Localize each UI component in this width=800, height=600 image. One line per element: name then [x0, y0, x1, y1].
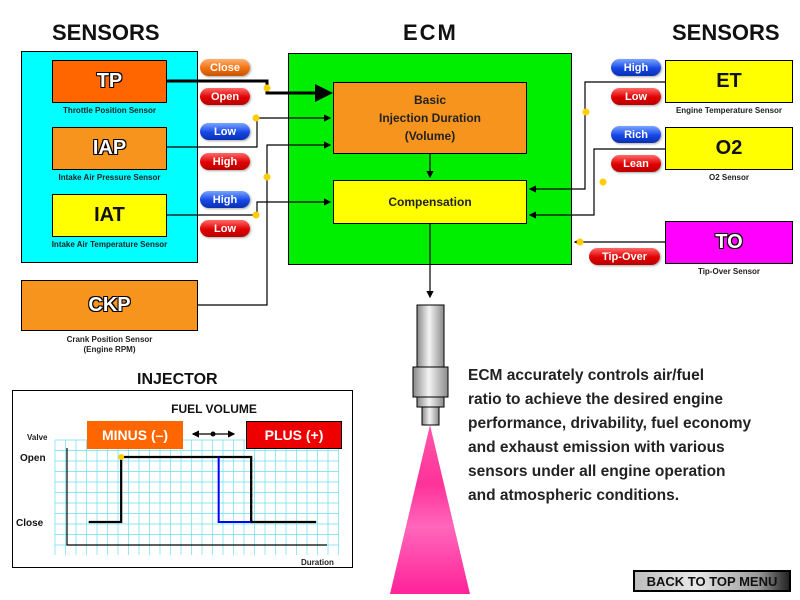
iap-low-button[interactable]: Low: [200, 123, 250, 140]
tp-sensor-box[interactable]: TP: [52, 60, 167, 103]
basic-line2: Injection Duration: [379, 111, 481, 125]
minus-button[interactable]: MINUS (–): [87, 421, 183, 449]
right-sensors-heading: SENSORS: [672, 20, 780, 45]
tp-sensor-code: TP: [96, 70, 123, 92]
o2-switch-dot: [599, 178, 607, 186]
ckp-caption-line1: Crank Position Sensor: [66, 335, 153, 344]
iat-sensor-caption: Intake Air Temperature Sensor: [51, 240, 168, 249]
to-sensor-code: TO: [715, 231, 743, 253]
compensation-box: Compensation: [333, 180, 527, 224]
iap-switch-dot: [252, 114, 260, 122]
iap-sensor-code: IAP: [92, 137, 127, 159]
back-to-top-menu-button[interactable]: BACK TO TOP MENU: [633, 570, 791, 592]
iat-switch-dot: [252, 211, 260, 219]
fuel-spray: [390, 425, 470, 594]
o2-sensor-box[interactable]: O2: [665, 127, 793, 170]
o2-lean-button[interactable]: Lean: [611, 155, 661, 172]
to-sensor-box[interactable]: TO: [665, 221, 793, 264]
ecm-heading: ECM: [403, 20, 458, 45]
injector-heading: INJECTOR: [137, 371, 218, 388]
iat-low-button[interactable]: Low: [200, 220, 250, 237]
description-line: sensors under all engine operation: [468, 463, 726, 480]
basic-injection-duration-box: Basic Injection Duration (Volume): [333, 82, 527, 154]
injector-body: [416, 304, 445, 368]
to-sensor-caption: Tip-Over Sensor: [697, 267, 761, 276]
ckp-caption-line2: (Engine RPM): [83, 345, 136, 354]
iat-sensor-code: IAT: [94, 204, 125, 226]
ckp-sensor-code: CKP: [88, 294, 131, 316]
injector-chart-frame: [12, 390, 353, 568]
description-line: ECM accurately controls air/fuel: [468, 367, 705, 384]
description-line: and exhaust emission with various: [468, 439, 725, 456]
iat-sensor-box[interactable]: IAT: [52, 194, 167, 237]
et-sensor-box[interactable]: ET: [665, 60, 793, 103]
et-sensor-caption: Engine Temperature Sensor: [675, 106, 783, 115]
basic-line3: (Volume): [404, 129, 456, 143]
description-text: ECM accurately controls air/fuel ratio t…: [468, 364, 751, 508]
tp-close-button[interactable]: Close: [200, 59, 250, 76]
et-low-button[interactable]: Low: [611, 88, 661, 105]
iap-high-button[interactable]: High: [200, 153, 250, 170]
left-sensors-heading: SENSORS: [52, 20, 160, 45]
iat-high-button[interactable]: High: [200, 191, 250, 208]
basic-line1: Basic: [413, 93, 447, 107]
description-line: and atmospheric conditions.: [468, 487, 679, 504]
o2-sensor-caption: O2 Sensor: [708, 173, 749, 182]
compensation-label: Compensation: [388, 195, 472, 209]
ckp-sensor-box[interactable]: CKP: [21, 280, 198, 331]
injector-collar: [412, 366, 449, 398]
iap-sensor-caption: Intake Air Pressure Sensor: [58, 173, 161, 182]
description-line: performance, drivability, fuel economy: [468, 415, 752, 432]
tp-sensor-caption: Throttle Position Sensor: [63, 106, 156, 115]
to-switch-dot: [576, 238, 584, 246]
et-switch-dot: [582, 108, 590, 116]
ckp-switch-dot: [263, 173, 271, 181]
iap-sensor-box[interactable]: IAP: [52, 127, 167, 170]
injector-nozzle: [421, 406, 440, 426]
injector-ring: [416, 396, 445, 408]
tip-over-button[interactable]: Tip-Over: [589, 248, 660, 265]
description-line: ratio to achieve the desired engine: [468, 391, 723, 408]
et-sensor-code: ET: [716, 70, 742, 92]
tp-open-button[interactable]: Open: [200, 88, 250, 105]
o2-rich-button[interactable]: Rich: [611, 126, 661, 143]
o2-sensor-code: O2: [715, 137, 743, 159]
tp-switch-dot: [263, 84, 271, 92]
et-high-button[interactable]: High: [611, 59, 661, 76]
plus-button[interactable]: PLUS (+): [246, 421, 342, 449]
